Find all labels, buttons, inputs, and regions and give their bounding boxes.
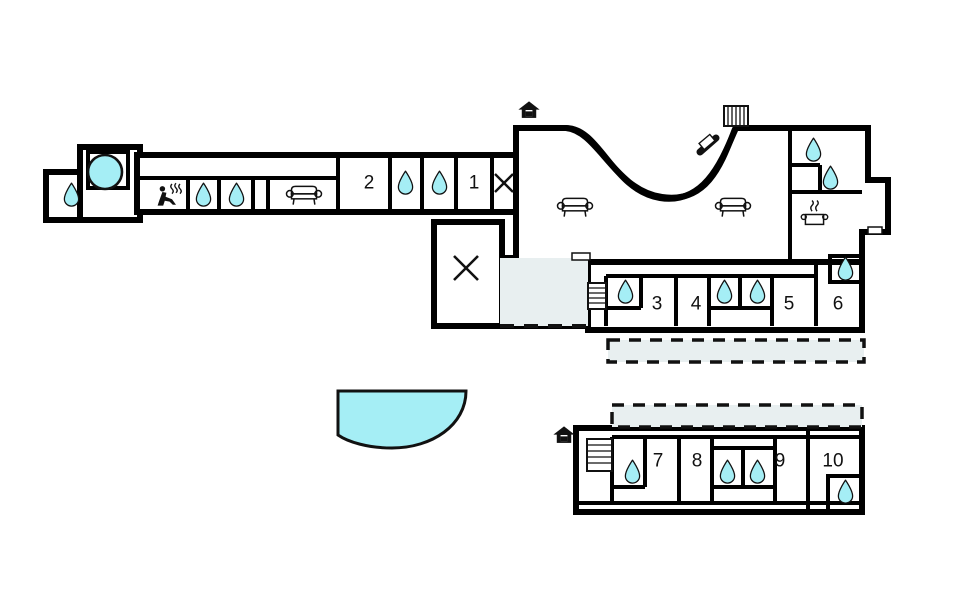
- entrance-icon-main: [519, 101, 539, 118]
- bath6-enclosure: [828, 254, 864, 284]
- room-number-3: 3: [652, 294, 663, 315]
- stairs-group: [586, 105, 749, 472]
- terrace-block-7-10: [610, 403, 864, 429]
- stairs-room7: [586, 438, 613, 472]
- room-number-4: 4: [691, 294, 702, 315]
- room-number-5: 5: [784, 294, 795, 315]
- terrace-block-3-6: [606, 338, 866, 364]
- utility-block-wall: [431, 219, 505, 329]
- stairs-room3: [587, 282, 607, 310]
- terraces-group: [500, 252, 866, 429]
- bath10-enclosure: [826, 474, 864, 514]
- entrance-icon-south: [554, 426, 574, 443]
- door-opening-east: [867, 226, 883, 235]
- room-number-9: 9: [775, 451, 786, 472]
- west-corridor-wall: [134, 152, 521, 215]
- stairs-north: [696, 105, 749, 156]
- room-number-10: 10: [822, 451, 843, 472]
- storage-crosses-group: [453, 173, 514, 281]
- room-number-1: 1: [469, 173, 480, 194]
- room-number-labels: 1 2 3 4 5 6 7 8 9 10: [364, 173, 844, 472]
- bedroom-block-7-10: [573, 425, 865, 515]
- block-7-10-outer-wall: [573, 425, 865, 515]
- cross-utility-center: [453, 255, 479, 281]
- room-number-6: 6: [833, 294, 844, 315]
- swimming-pool: [336, 389, 468, 450]
- room-number-8: 8: [692, 451, 703, 472]
- room-number-2: 2: [364, 173, 375, 194]
- whirlpool-icon: [86, 153, 124, 191]
- cross-utility-room1: [494, 173, 514, 193]
- room-number-7: 7: [653, 451, 664, 472]
- swimming-pool-group: [336, 389, 468, 450]
- terrace-center-fill: [500, 258, 588, 326]
- terrace-center-door: [571, 252, 591, 261]
- curved-feature-wall: [563, 125, 738, 201]
